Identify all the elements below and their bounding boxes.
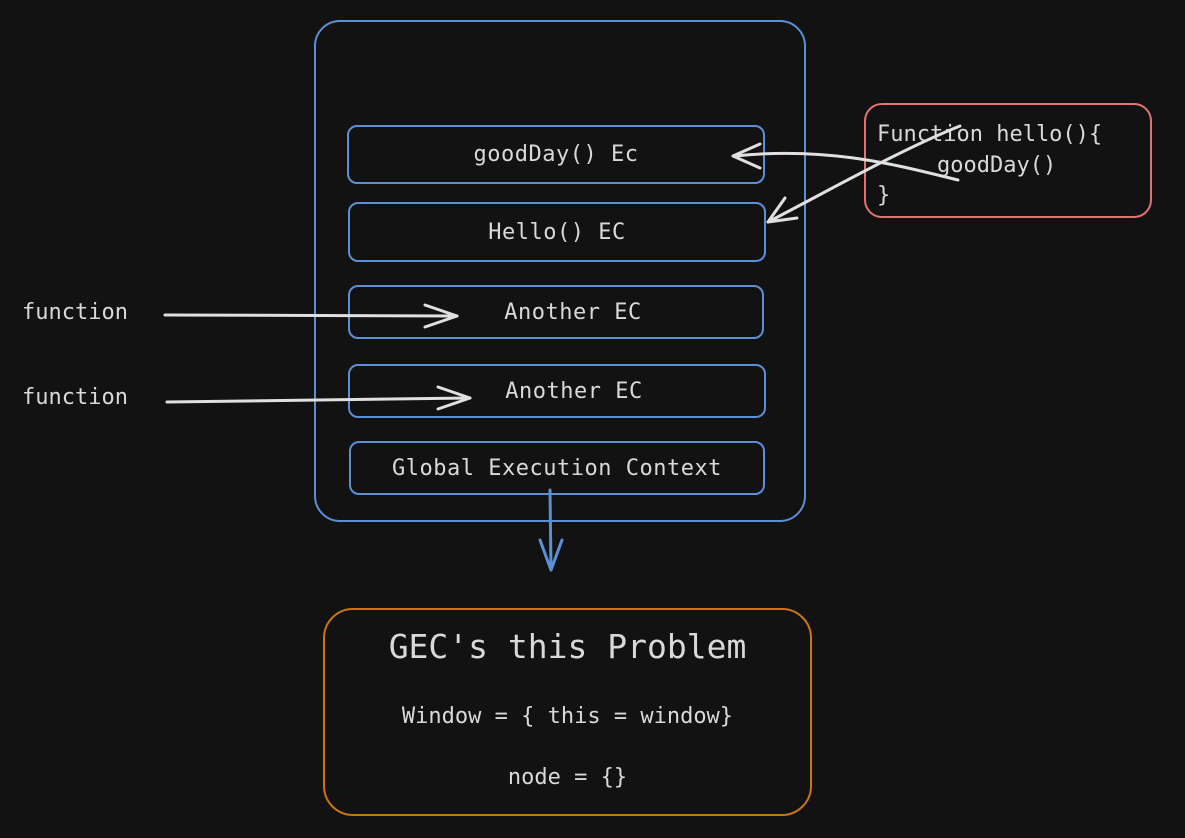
execution-context-label: goodDay() Ec	[473, 142, 639, 167]
gec-problem-title: GEC's this Problem	[388, 627, 747, 666]
execution-context-goodday: goodDay() Ec	[347, 125, 765, 184]
function-label: function	[22, 300, 128, 325]
arrow-head	[538, 538, 564, 572]
call-stack-container	[314, 20, 806, 522]
execution-context-label: Another EC	[505, 378, 643, 404]
gec-problem-window-line: Window = { this = window}	[401, 704, 734, 729]
global-execution-context: Global Execution Context	[349, 441, 765, 495]
execution-context-label: Another EC	[504, 299, 642, 325]
execution-context-another-2: Another EC	[348, 364, 766, 418]
code-line: Function hello(){	[877, 122, 1103, 147]
execution-context-label: Global Execution Context	[392, 455, 722, 481]
function-label: function	[22, 385, 128, 410]
execution-context-label: Hello() EC	[488, 219, 626, 245]
execution-context-hello: Hello() EC	[348, 202, 766, 262]
code-line: goodDay()	[937, 153, 1057, 178]
gec-problem-node-line: node = {}	[507, 765, 628, 790]
execution-context-another-1: Another EC	[348, 285, 764, 339]
gec-problem-box	[323, 608, 812, 816]
code-line: }	[877, 183, 891, 208]
